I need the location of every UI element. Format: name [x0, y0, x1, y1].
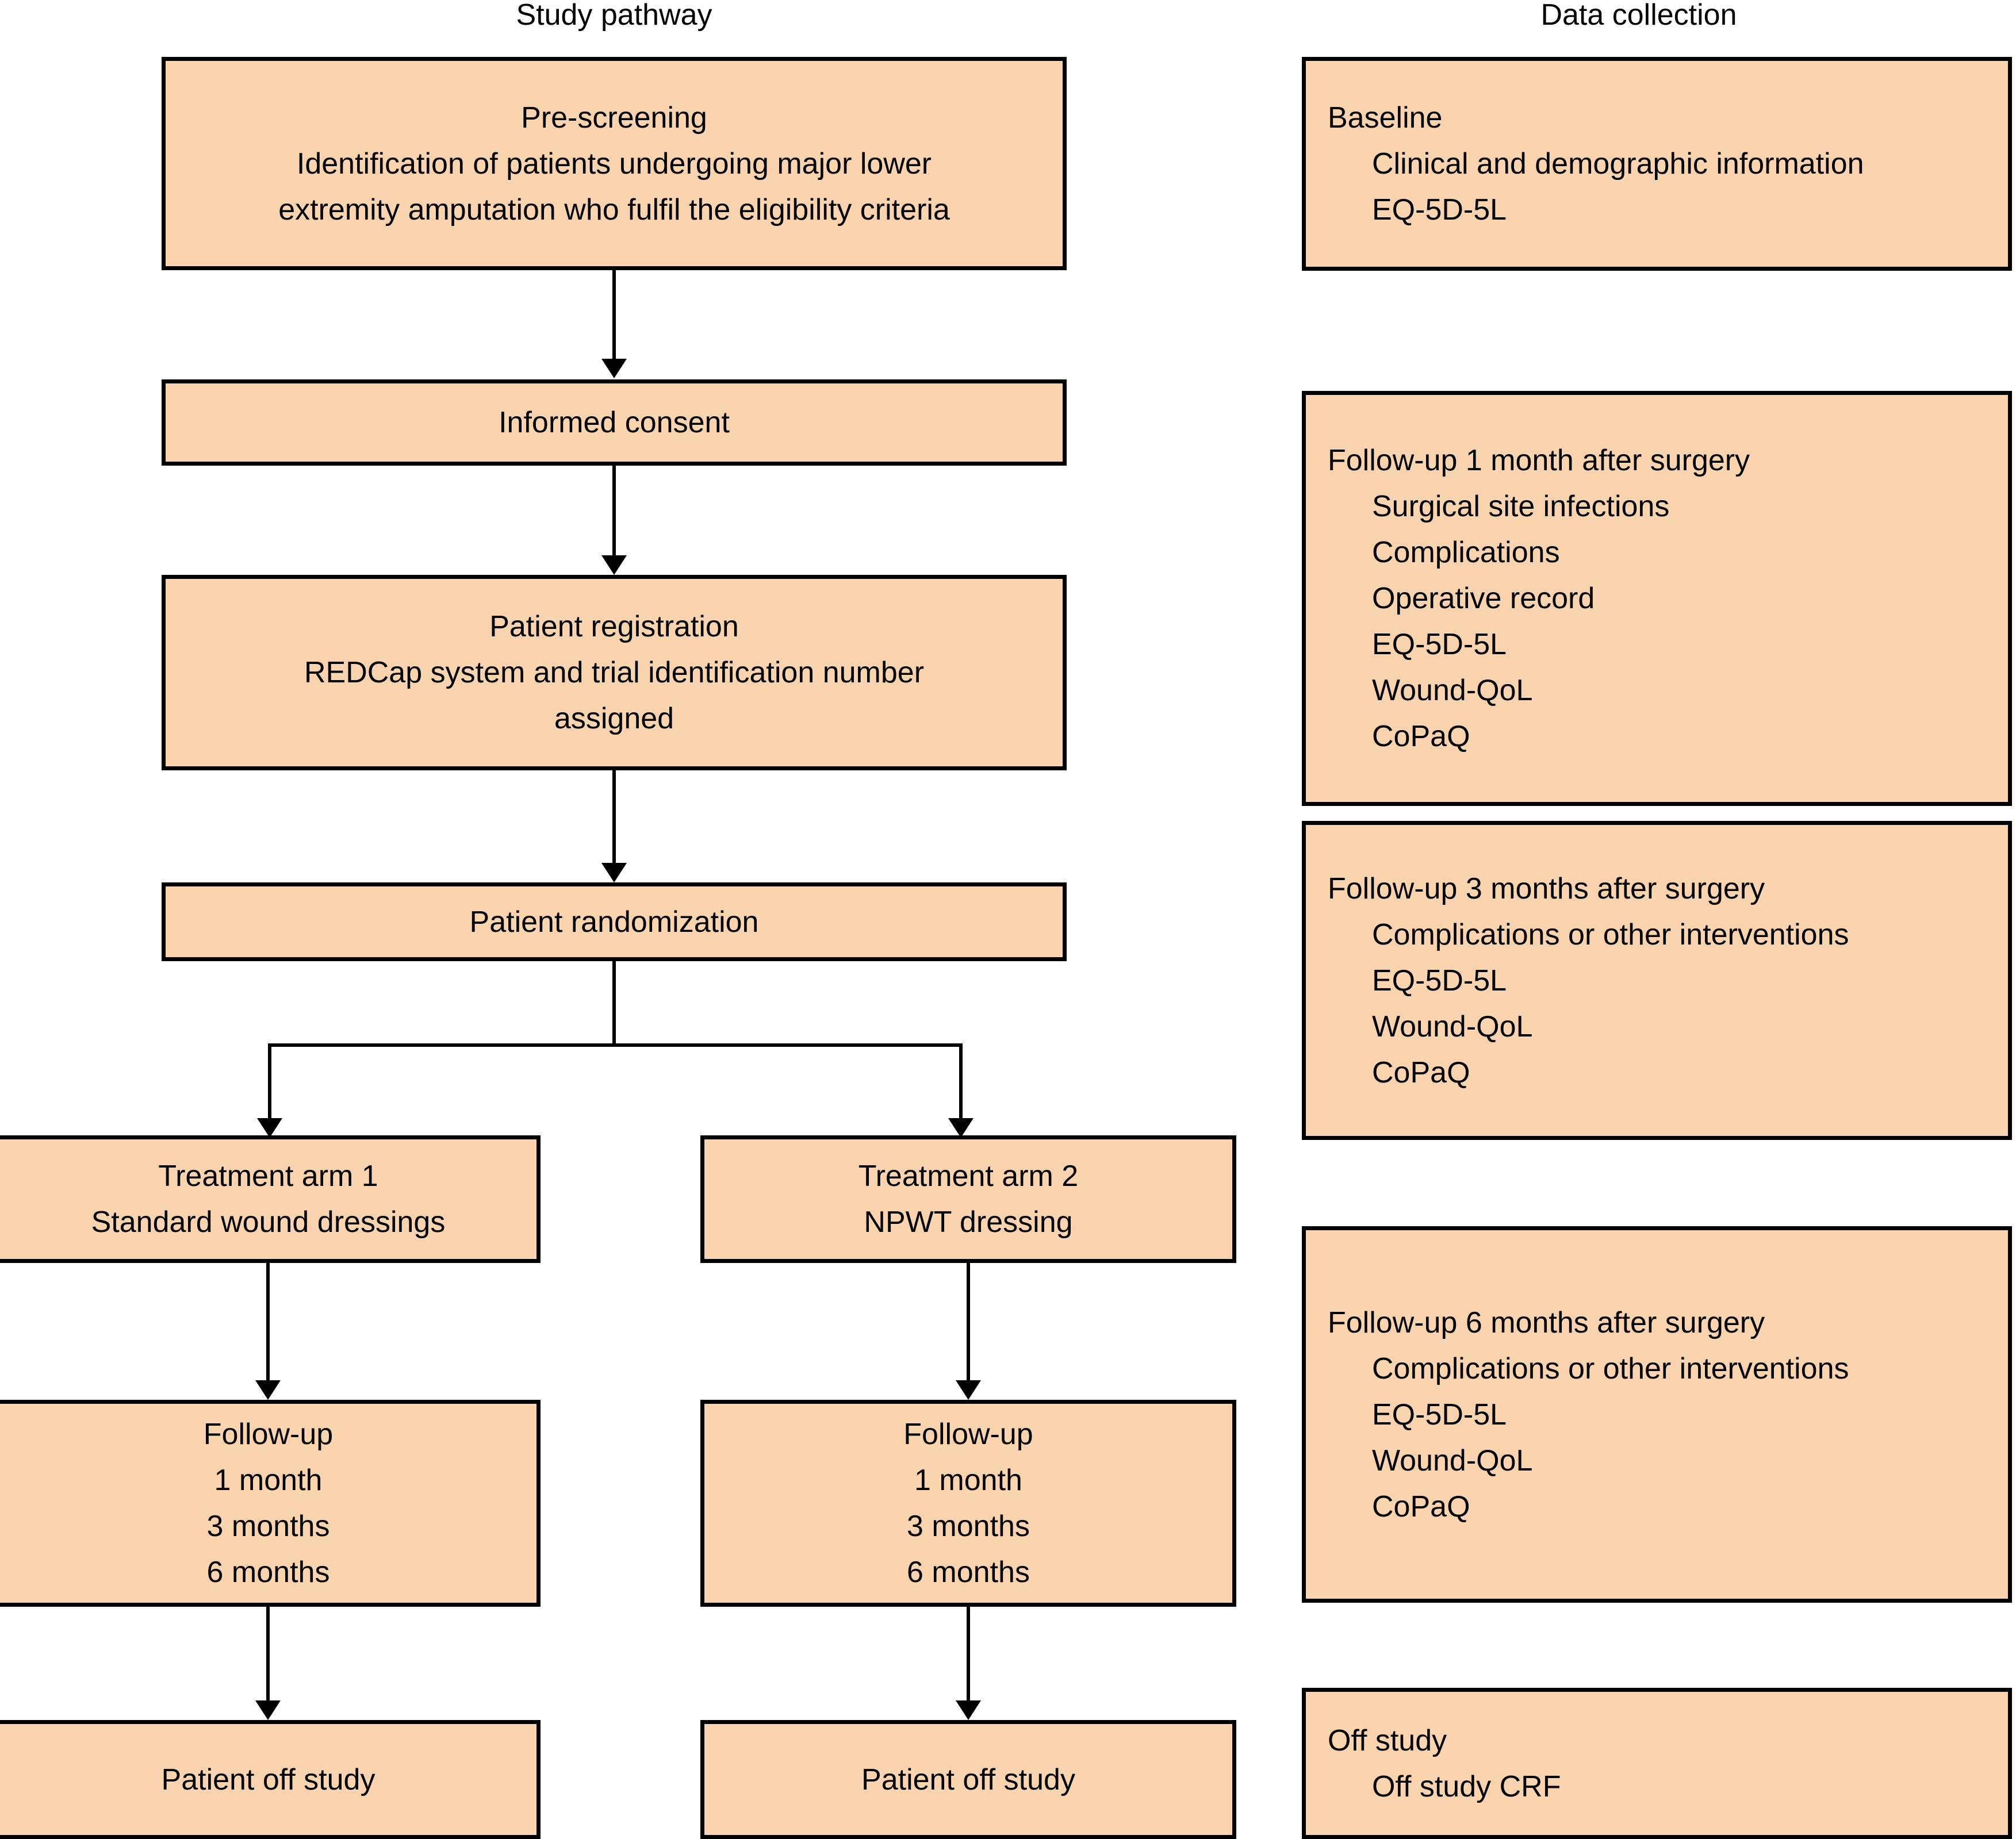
- arrowhead-registration-to-randomization: [601, 863, 627, 882]
- connector-randomization-to-arm2: [959, 1043, 963, 1124]
- node-treatment-arm-2[interactable]: Treatment arm 2 NPWT dressing: [700, 1135, 1236, 1263]
- node-patient-registration[interactable]: Patient registration REDCap system and t…: [162, 575, 1067, 770]
- followup-6-months-item: Wound-QoL: [1372, 1443, 1533, 1477]
- pre-screening-line-1: Pre-screening: [521, 101, 707, 135]
- node-patient-randomization[interactable]: Patient randomization: [162, 882, 1067, 961]
- connector-randomization-bus: [268, 1043, 963, 1047]
- followup-6-months-item: EQ-5D-5L: [1372, 1398, 1507, 1431]
- treatment-arm-2-line-2: NPWT dressing: [864, 1205, 1073, 1239]
- followup-3-months-item: Complications or other interventions: [1372, 917, 1849, 951]
- followup-1-month-item: Complications: [1372, 536, 1560, 569]
- followup-arm-1-line-2: 1 month: [214, 1464, 323, 1497]
- followup-6-months-heading: Follow-up 6 months after surgery: [1328, 1306, 1765, 1339]
- informed-consent-line-1: Informed consent: [499, 406, 730, 439]
- followup-1-month-item: EQ-5D-5L: [1372, 628, 1507, 661]
- arrowhead-arm1-to-followup: [255, 1380, 281, 1400]
- node-data-followup-3-months[interactable]: Follow-up 3 months after surgery Complic…: [1302, 821, 2012, 1140]
- connector-randomization-to-arm1: [268, 1043, 271, 1124]
- followup-arm-1-line-3: 3 months: [206, 1510, 330, 1543]
- treatment-arm-2-line-1: Treatment arm 2: [858, 1160, 1079, 1193]
- followup-3-months-item: Wound-QoL: [1372, 1009, 1533, 1043]
- connector-followup1-to-offstudy: [266, 1607, 270, 1702]
- arrowhead-prescreening-to-consent: [601, 359, 627, 378]
- followup-3-months-item: EQ-5D-5L: [1372, 963, 1507, 997]
- node-off-study-arm-1[interactable]: Patient off study: [0, 1720, 541, 1839]
- arrowhead-followup2-to-offstudy: [956, 1700, 981, 1720]
- patient-registration-line-3: assigned: [554, 702, 674, 735]
- followup-1-month-item: Surgical site infections: [1372, 490, 1670, 523]
- followup-arm-2-line-4: 6 months: [907, 1556, 1030, 1589]
- node-data-followup-1-month[interactable]: Follow-up 1 month after surgery Surgical…: [1302, 391, 2012, 806]
- node-treatment-arm-1[interactable]: Treatment arm 1 Standard wound dressings: [0, 1135, 541, 1263]
- followup-6-months-item: Complications or other interventions: [1372, 1352, 1849, 1385]
- arrowhead-randomization-to-arm2: [948, 1118, 973, 1138]
- node-pre-screening[interactable]: Pre-screening Identification of patients…: [162, 57, 1067, 270]
- patient-registration-line-1: Patient registration: [489, 610, 739, 643]
- arrowhead-arm2-to-followup: [956, 1380, 981, 1400]
- node-followup-arm-1[interactable]: Follow-up 1 month 3 months 6 months: [0, 1400, 541, 1607]
- followup-arm-2-line-3: 3 months: [907, 1510, 1030, 1543]
- node-followup-arm-2[interactable]: Follow-up 1 month 3 months 6 months: [700, 1400, 1236, 1607]
- treatment-arm-1-line-1: Treatment arm 1: [158, 1160, 378, 1193]
- followup-1-month-heading: Follow-up 1 month after surgery: [1328, 444, 1750, 477]
- node-data-followup-6-months[interactable]: Follow-up 6 months after surgery Complic…: [1302, 1226, 2012, 1603]
- followup-arm-1-line-4: 6 months: [206, 1556, 330, 1589]
- followup-1-month-item: Wound-QoL: [1372, 674, 1533, 707]
- baseline-item: EQ-5D-5L: [1372, 193, 1507, 226]
- followup-6-months-item: CoPaQ: [1372, 1489, 1470, 1523]
- off-study-heading: Off study: [1328, 1723, 1447, 1757]
- arrowhead-randomization-to-arm1: [257, 1118, 282, 1138]
- connector-arm2-to-followup: [967, 1263, 970, 1381]
- baseline-item: Clinical and demographic information: [1372, 147, 1864, 181]
- off-study-arm-2-line-1: Patient off study: [861, 1763, 1075, 1796]
- pre-screening-line-2: Identification of patients undergoing ma…: [296, 147, 932, 181]
- connector-prescreening-to-consent: [612, 270, 616, 360]
- pre-screening-line-3: extremity amputation who fulfil the elig…: [278, 193, 950, 226]
- connector-registration-to-randomization: [612, 770, 616, 864]
- node-data-off-study[interactable]: Off study Off study CRF: [1302, 1688, 2012, 1839]
- node-off-study-arm-2[interactable]: Patient off study: [700, 1720, 1236, 1839]
- followup-arm-2-line-1: Follow-up: [903, 1418, 1033, 1451]
- study-pathway-column-title: Study pathway: [516, 0, 712, 32]
- followup-arm-1-line-1: Follow-up: [203, 1418, 334, 1451]
- followup-1-month-item: Operative record: [1372, 582, 1595, 615]
- baseline-heading: Baseline: [1328, 101, 1443, 135]
- followup-3-months-heading: Follow-up 3 months after surgery: [1328, 871, 1765, 905]
- arrowhead-consent-to-registration: [601, 555, 627, 575]
- off-study-item: Off study CRF: [1372, 1769, 1561, 1803]
- connector-arm1-to-followup: [266, 1263, 270, 1381]
- connector-followup2-to-offstudy: [967, 1607, 970, 1702]
- connector-consent-to-registration: [612, 466, 616, 556]
- patient-registration-line-2: REDCap system and trial identification n…: [304, 656, 925, 689]
- treatment-arm-1-line-2: Standard wound dressings: [91, 1205, 446, 1239]
- followup-1-month-item: CoPaQ: [1372, 720, 1470, 753]
- node-informed-consent[interactable]: Informed consent: [162, 379, 1067, 466]
- patient-randomization-line-1: Patient randomization: [469, 905, 759, 939]
- off-study-arm-1-line-1: Patient off study: [161, 1763, 375, 1796]
- followup-3-months-item: CoPaQ: [1372, 1055, 1470, 1089]
- connector-randomization-stem: [612, 961, 616, 1045]
- arrowhead-followup1-to-offstudy: [255, 1700, 281, 1720]
- data-collection-column-title: Data collection: [1540, 0, 1737, 32]
- node-data-baseline[interactable]: Baseline Clinical and demographic inform…: [1302, 57, 2012, 271]
- followup-arm-2-line-2: 1 month: [914, 1464, 1022, 1497]
